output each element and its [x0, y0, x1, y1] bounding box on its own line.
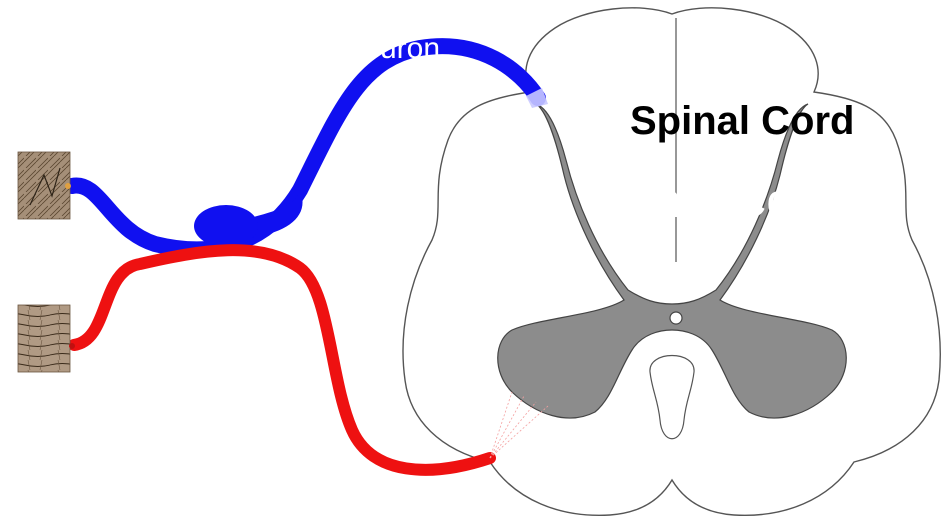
neuron-label-fragment: uron	[380, 32, 440, 65]
ghost-title-label: Spinal Co	[585, 175, 793, 228]
spinal-cord-title: Spinal Cord	[630, 99, 854, 143]
dorsal-root-ganglion	[194, 205, 258, 247]
muscle-tile	[18, 305, 75, 372]
skin-receptor-tile	[18, 152, 71, 219]
central-canal	[670, 312, 682, 324]
